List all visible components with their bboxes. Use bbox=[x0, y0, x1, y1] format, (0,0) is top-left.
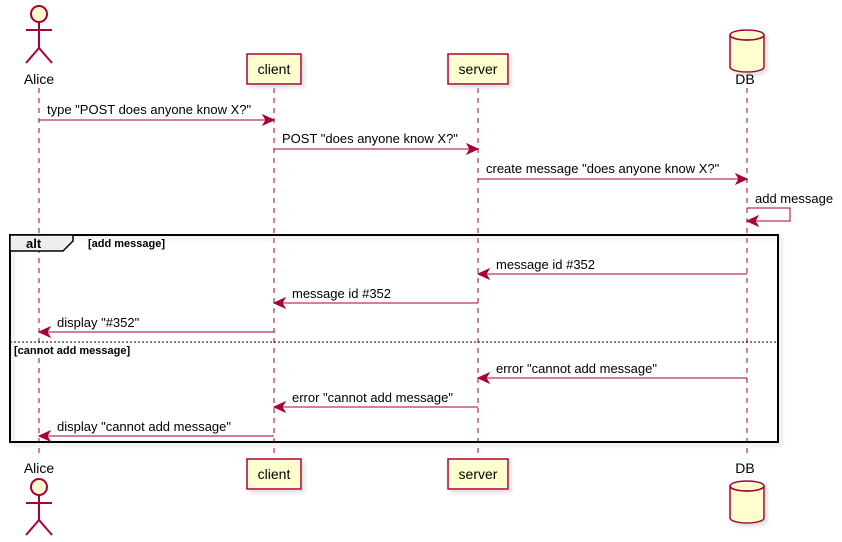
message-arrowhead bbox=[272, 400, 287, 414]
message-label: display "cannot add message" bbox=[57, 419, 231, 434]
message-arrowhead bbox=[476, 371, 491, 385]
participant-label-server-bottom: server bbox=[459, 466, 498, 482]
message-arrowhead bbox=[465, 142, 480, 156]
database-cylinder-band bbox=[729, 34, 765, 41]
participant-label-client-bottom: client bbox=[258, 466, 291, 482]
message-arrowhead bbox=[37, 429, 52, 443]
message-arrowhead bbox=[261, 113, 276, 127]
alt-frame-box bbox=[9, 234, 779, 443]
message-label: message id #352 bbox=[292, 286, 391, 301]
database-db-top bbox=[729, 29, 765, 73]
message-arrowhead bbox=[734, 172, 749, 186]
message-label: type "POST does anyone know X?" bbox=[47, 102, 251, 117]
alt-frame-tab bbox=[9, 234, 74, 252]
actor-label-alice-bottom: Alice bbox=[24, 460, 55, 476]
database-cylinder-band bbox=[729, 485, 765, 492]
actor-label-alice-top: Alice bbox=[24, 71, 55, 87]
database-cylinder-body bbox=[729, 486, 765, 524]
actor-leg-right bbox=[38, 47, 53, 64]
message-arrowhead bbox=[37, 325, 52, 339]
actor-leg-left bbox=[25, 519, 40, 536]
alt-guard-add-message: [add message] bbox=[88, 238, 165, 250]
participant-server-bottom bbox=[447, 458, 509, 490]
alt-frame: alt [add message] [cannot add message] bbox=[9, 234, 779, 443]
actor-leg-left bbox=[25, 47, 40, 64]
actor-alice-bottom bbox=[25, 478, 53, 536]
message-label: add message bbox=[755, 191, 833, 206]
database-cylinder-body bbox=[729, 35, 765, 73]
message-label: error "cannot add message" bbox=[496, 361, 657, 376]
participant-server-top bbox=[447, 53, 509, 85]
alt-keyword: alt bbox=[26, 236, 42, 251]
participant-label-server-top: server bbox=[459, 61, 498, 77]
actor-alice-top bbox=[25, 5, 53, 64]
participant-label-client-top: client bbox=[258, 61, 291, 77]
actor-leg-right bbox=[38, 519, 53, 536]
message-label: POST "does anyone know X?" bbox=[282, 131, 458, 146]
actor-head bbox=[30, 478, 48, 496]
message-arrowhead bbox=[745, 214, 760, 228]
message-label: display "#352" bbox=[57, 315, 140, 330]
actor-head bbox=[30, 5, 48, 23]
participant-client-bottom bbox=[246, 458, 302, 490]
alt-guard-cannot-add-message: [cannot add message] bbox=[14, 345, 130, 357]
message-label: create message "does anyone know X?" bbox=[486, 161, 720, 176]
message-self-arrow-line bbox=[747, 207, 791, 222]
participant-client-top bbox=[246, 53, 302, 85]
message-arrowhead bbox=[476, 267, 491, 281]
database-label-db-top: DB bbox=[735, 71, 754, 87]
database-label-db-bottom: DB bbox=[735, 460, 754, 476]
database-db-bottom bbox=[729, 480, 765, 524]
message-label: error "cannot add message" bbox=[292, 390, 453, 405]
message-label: message id #352 bbox=[496, 257, 595, 272]
message-arrowhead bbox=[272, 296, 287, 310]
